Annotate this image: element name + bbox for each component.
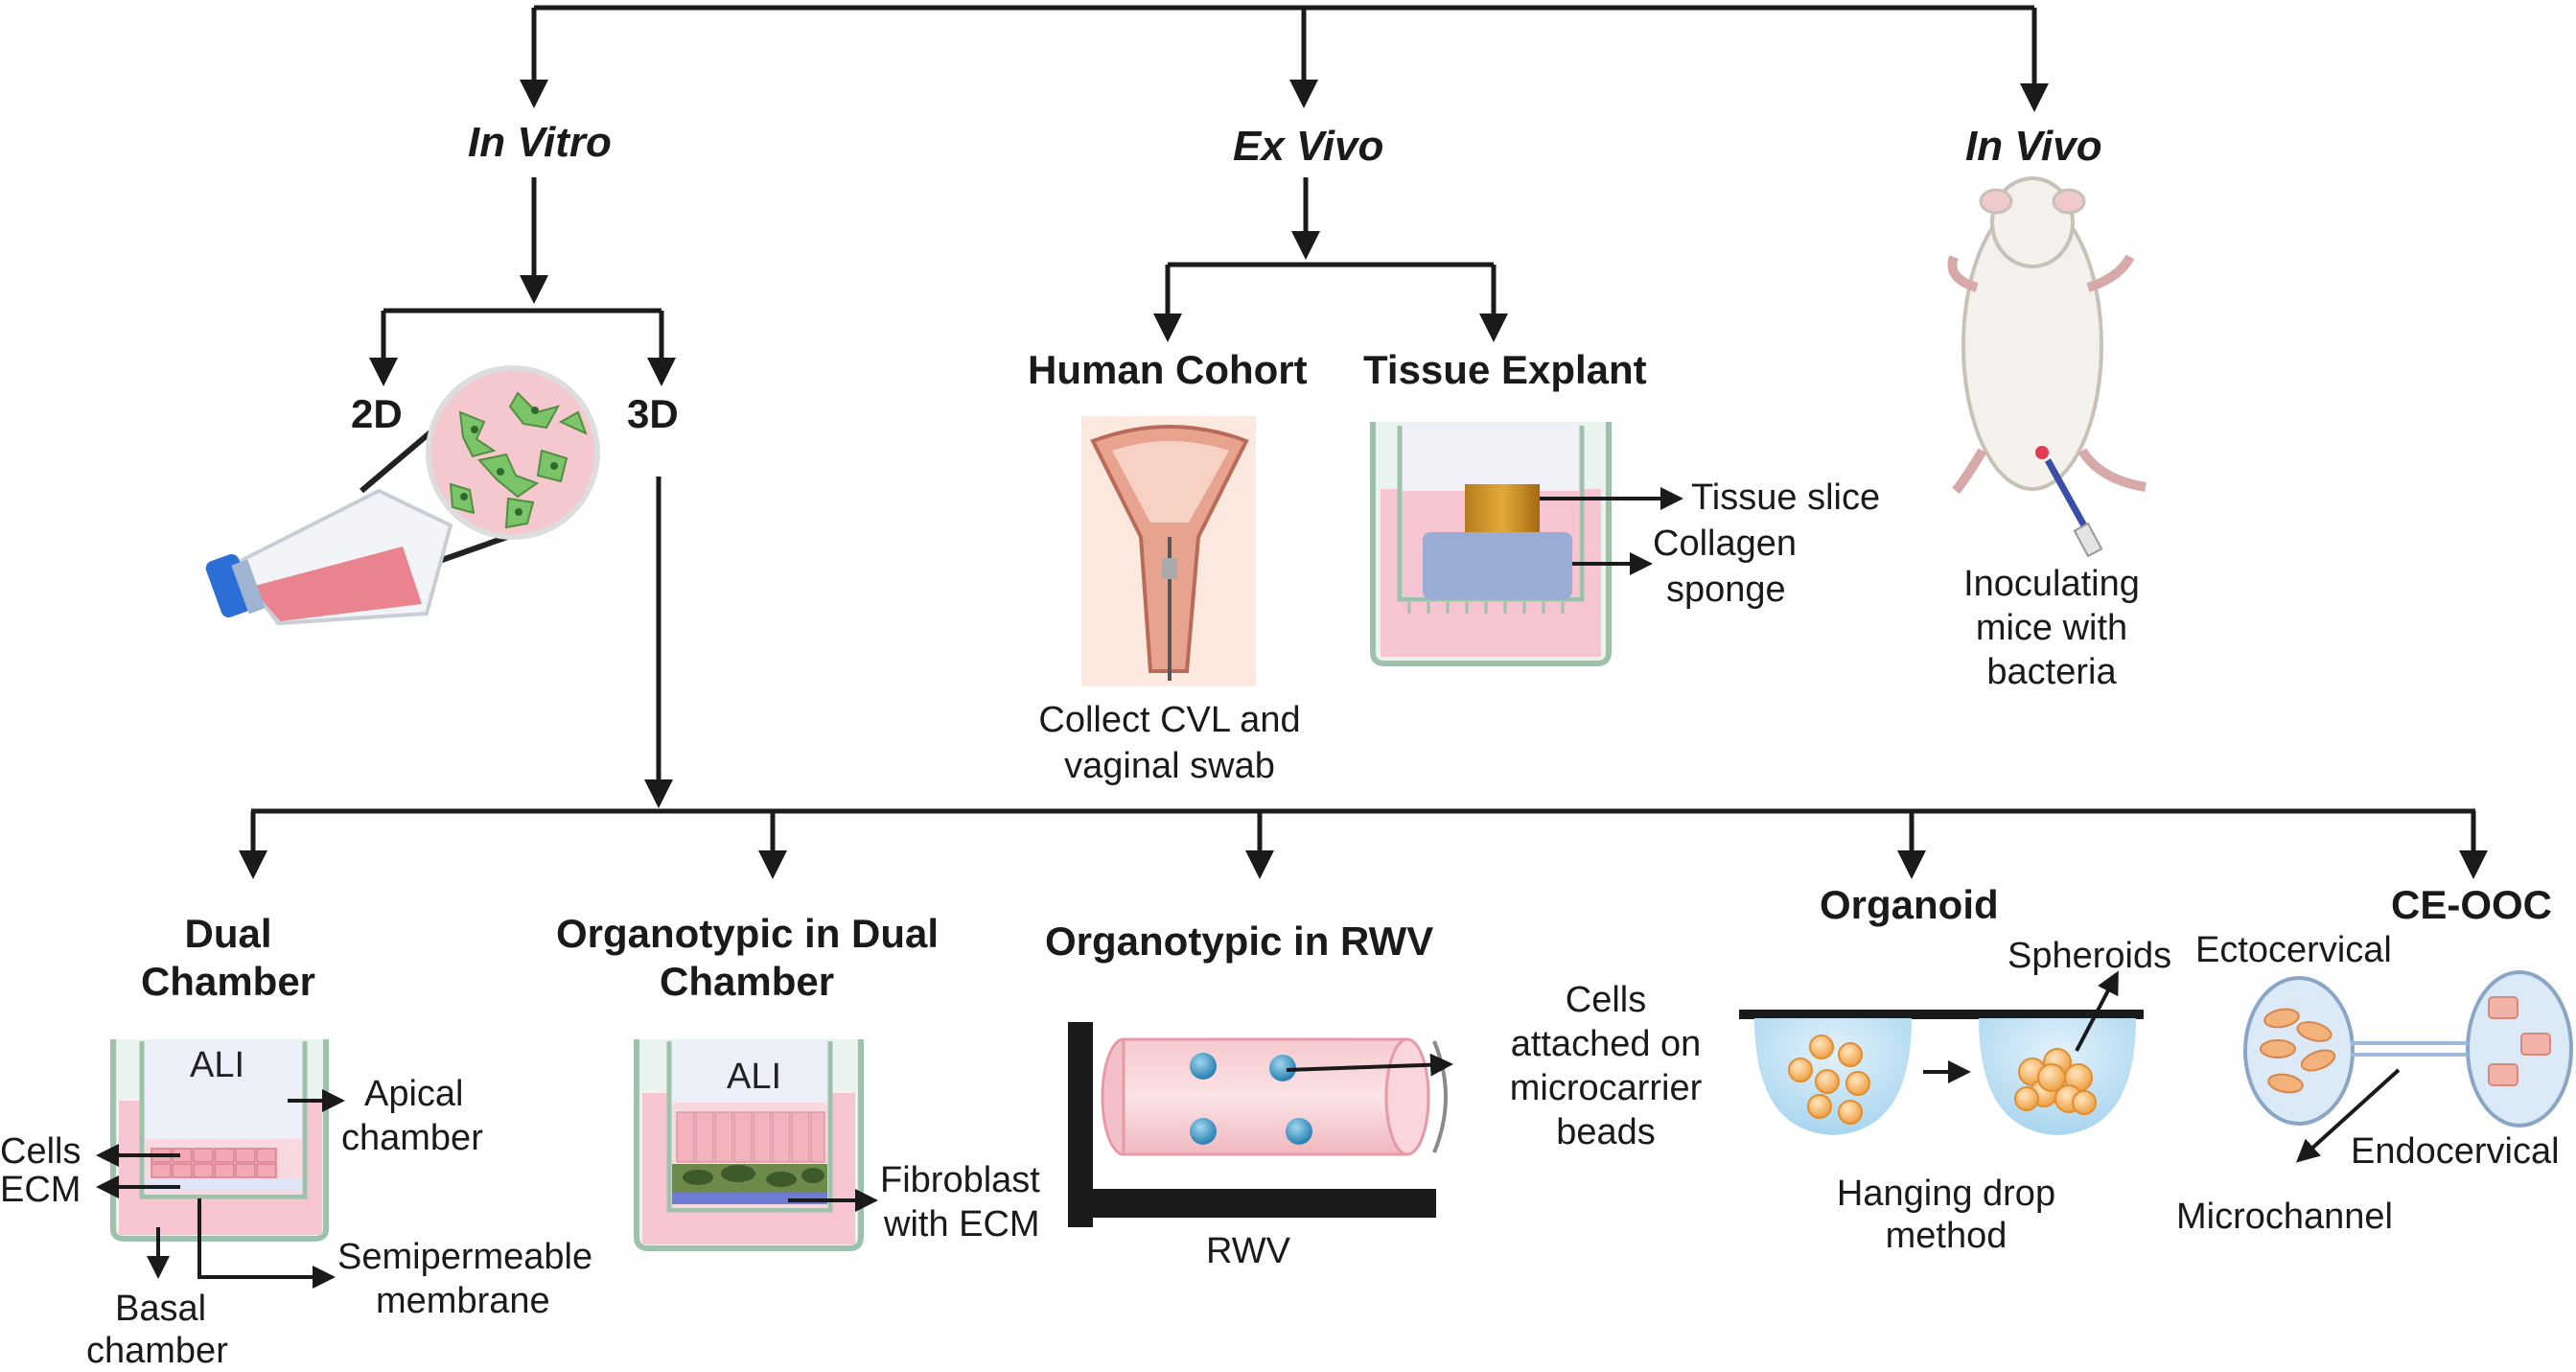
basal-chamber-label-line2: chamber	[86, 1331, 228, 1371]
dual-chamber-insert	[96, 1039, 345, 1289]
spheroids-label: Spheroids	[2007, 936, 2172, 976]
dual-chamber-ali-label: ALI	[190, 1045, 245, 1085]
collagen-sponge-label-line2: sponge	[1666, 570, 1786, 610]
in-vivo-caption-line3: bacteria	[1986, 652, 2117, 692]
hanging-drop-label-line1: Hanging drop	[1836, 1174, 2056, 1214]
ectocervical-label: Ectocervical	[2195, 930, 2392, 970]
beads-label-line4: beads	[1556, 1112, 1656, 1152]
dual-chamber-title-line1: Dual	[184, 911, 272, 956]
header-in-vivo: In Vivo	[1965, 123, 2102, 170]
organotypic-ali-label: ALI	[727, 1057, 782, 1097]
header-ex-vivo: Ex Vivo	[1233, 123, 1384, 170]
beads-label-line3: microcarrier	[1509, 1068, 1703, 1108]
in-vivo-caption-line2: mice with	[1975, 608, 2128, 648]
header-in-vitro: In Vitro	[468, 119, 612, 166]
tissue-slice-block	[1465, 484, 1540, 532]
culture-flask-illustration	[205, 365, 600, 626]
in-vivo-caption-line1: Inoculating	[1963, 564, 2140, 604]
ceooc-title: CE-OOC	[2391, 882, 2552, 927]
cervix-anatomy-illustration	[1081, 416, 1256, 686]
label-2d: 2D	[351, 391, 403, 436]
organotypic-dual-title-line2: Chamber	[660, 959, 835, 1004]
organotypic-dual-chamber-insert	[634, 1039, 878, 1251]
organotypic-rwv-title: Organotypic in RWV	[1045, 919, 1434, 964]
ecm-label: ECM	[0, 1170, 81, 1210]
fibroblast-label-line2: with ECM	[884, 1204, 1040, 1244]
basal-chamber-label-line1: Basal	[115, 1289, 207, 1329]
hanging-drop-illustration	[1739, 970, 2144, 1135]
fibroblast-label-line1: Fibroblast	[880, 1160, 1040, 1200]
apical-chamber-label-line2: chamber	[341, 1118, 483, 1158]
beads-label-line2: attached on	[1510, 1024, 1702, 1064]
microchannel-label: Microchannel	[2176, 1197, 2393, 1237]
dual-chamber-title-line2: Chamber	[140, 959, 316, 1004]
organoid-title: Organoid	[1820, 882, 1999, 927]
top-tree-connectors	[239, 5, 2488, 879]
label-3d: 3D	[627, 391, 679, 436]
rwv-label: RWV	[1206, 1231, 1290, 1271]
organotypic-dual-title-line1: Organotypic in Dual	[556, 911, 940, 956]
cells-label: Cells	[0, 1131, 81, 1172]
membrane-label-line1: Semipermeable	[337, 1237, 593, 1277]
apical-chamber-label-line1: Apical	[364, 1074, 464, 1114]
membrane-label-line2: membrane	[376, 1281, 550, 1321]
mouse-illustration	[1947, 176, 2147, 558]
collagen-sponge-label-line1: Collagen	[1653, 523, 1797, 564]
tissue-explant-well	[1370, 422, 1683, 666]
human-cohort-title: Human Cohort	[1028, 347, 1308, 392]
rwv-bioreactor	[1068, 1022, 1453, 1227]
human-cohort-caption-line1: Collect CVL and	[1038, 700, 1301, 740]
tissue-explant-title: Tissue Explant	[1363, 347, 1647, 392]
endocervical-label: Endocervical	[2351, 1131, 2560, 1172]
hanging-drop-label-line2: method	[1885, 1216, 2007, 1256]
human-cohort-caption-line2: vaginal swab	[1064, 746, 1275, 786]
collagen-sponge-block	[1423, 532, 1572, 599]
organ-on-chip-illustration	[2243, 970, 2573, 1163]
beads-label-line1: Cells	[1565, 980, 1647, 1020]
tissue-slice-label: Tissue slice	[1691, 477, 1881, 518]
